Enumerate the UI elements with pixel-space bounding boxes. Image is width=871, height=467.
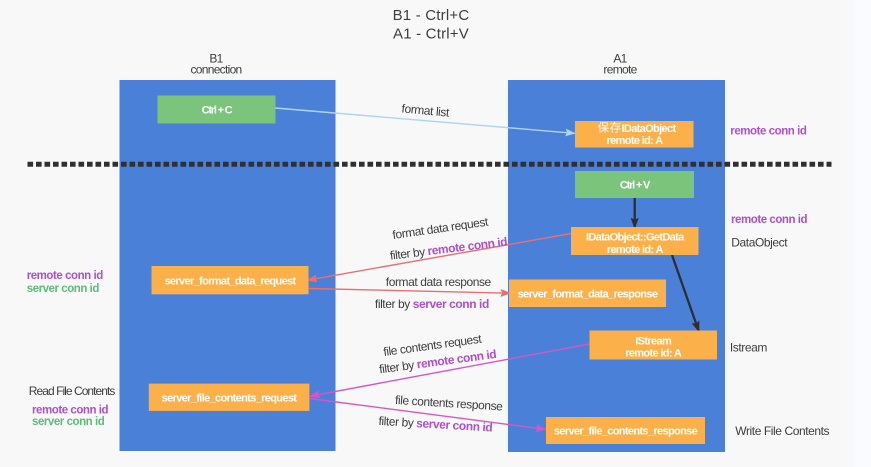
svg-text:filter by server conn id: filter by server conn id <box>378 414 493 435</box>
svg-text:remote id: A: remote id: A <box>607 244 664 256</box>
svg-text:Istream: Istream <box>730 341 767 355</box>
svg-text:A1 - Ctrl+V: A1 - Ctrl+V <box>393 26 469 43</box>
svg-text:server_file_contents_response: server_file_contents_response <box>554 426 698 438</box>
svg-text:server_file_contents_request: server_file_contents_request <box>162 393 298 405</box>
svg-text:Read File Contents: Read File Contents <box>29 384 116 398</box>
svg-text:IStream: IStream <box>635 335 672 347</box>
svg-text:remote conn id: remote conn id <box>730 125 807 137</box>
svg-text:file contents response: file contents response <box>395 393 504 414</box>
svg-text:server_format_data_response: server_format_data_response <box>518 289 658 301</box>
svg-text:server conn id: server conn id <box>32 416 105 428</box>
svg-text:IDataObject::GetData: IDataObject::GetData <box>586 232 685 244</box>
svg-text:remote conn id: remote conn id <box>32 404 109 416</box>
svg-text:B1 - Ctrl+C: B1 - Ctrl+C <box>393 7 470 24</box>
svg-text:server conn id: server conn id <box>27 283 100 295</box>
svg-text:format data response: format data response <box>386 275 492 289</box>
svg-text:B1: B1 <box>209 52 223 66</box>
svg-text:IDataObject: IDataObject <box>622 123 677 135</box>
svg-text:Write File Contents: Write File Contents <box>735 424 829 438</box>
svg-text:connection: connection <box>190 63 241 77</box>
svg-text:format list: format list <box>401 101 451 119</box>
svg-text:remote conn id: remote conn id <box>27 270 104 282</box>
svg-text:Ctrl + V: Ctrl + V <box>620 180 651 192</box>
svg-text:server_format_data_request: server_format_data_request <box>164 275 296 287</box>
svg-text:remote conn id: remote conn id <box>731 214 808 226</box>
svg-text:remote id: A: remote id: A <box>625 348 682 360</box>
svg-text:DataObject: DataObject <box>731 236 788 250</box>
svg-text:filter by server conn id: filter by server conn id <box>375 297 489 311</box>
svg-text:A1: A1 <box>613 52 627 66</box>
svg-text:remote: remote <box>603 63 637 77</box>
svg-text:Ctrl + C: Ctrl + C <box>202 105 233 117</box>
svg-text:remote id: A: remote id: A <box>607 135 664 147</box>
